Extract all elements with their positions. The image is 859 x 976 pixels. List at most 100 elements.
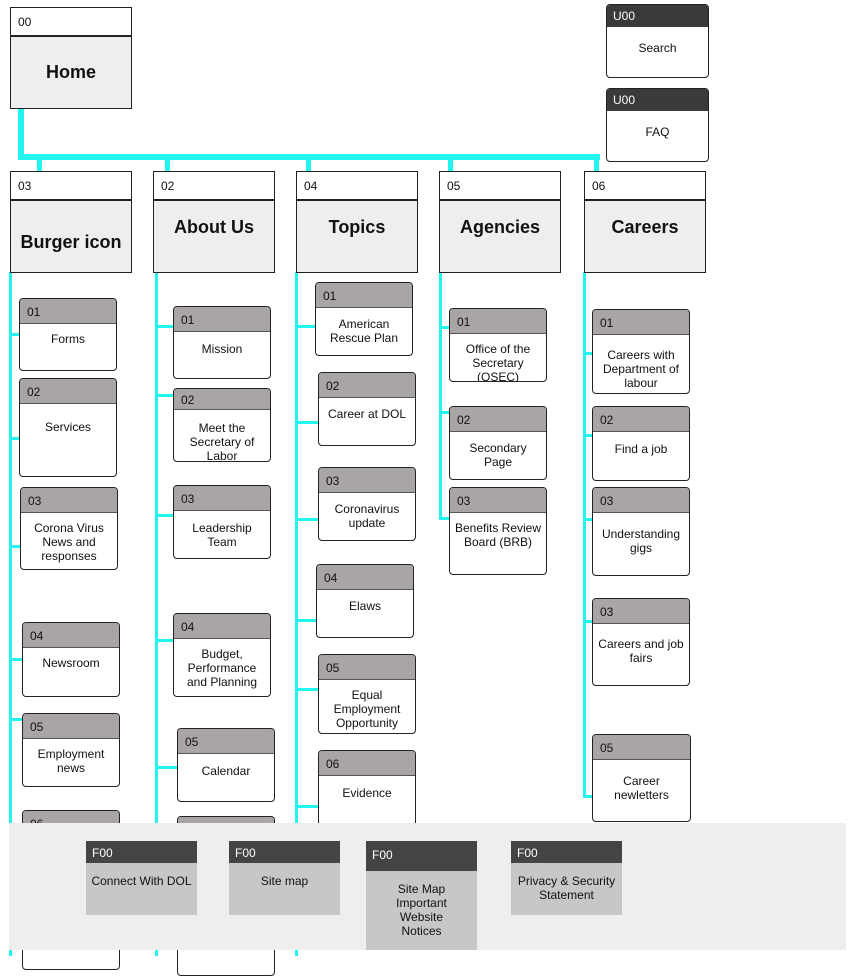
page-card-services[interactable]: 02 Services [19,378,117,477]
page-number: 05 [178,729,274,754]
page-number: 03 [21,488,117,513]
page-card-secondary-page[interactable]: 02 Secondary Page [449,406,547,480]
branch [9,658,23,661]
page-number: 04 [23,623,119,648]
page-number: 03 [319,468,415,493]
utility-search[interactable]: U00 Search [606,4,709,78]
page-label: Meet the Secretary of Labor [189,421,255,462]
node-title: About Us [154,201,274,272]
page-number: 01 [593,310,689,335]
branch [9,437,20,440]
footer-id: F00 [366,841,477,871]
connector-drop-agencies [448,154,453,172]
page-card-newsroom[interactable]: 04 Newsroom [22,622,120,697]
page-label: Career at DOL [327,407,407,421]
page-label: Secondary Page [469,441,527,469]
page-card-elaws[interactable]: 04 Elaws [316,564,414,638]
page-card-careers-with-dol[interactable]: 01 Careers with Department of labour [592,309,690,394]
branch [155,766,178,769]
page-number: 03 [174,486,270,511]
page-label: Equal Employment Opportunity [333,688,401,730]
node-number: 04 [297,172,417,201]
page-card-careers-job-fairs[interactable]: 03 Careers and job fairs [592,598,690,686]
footer-panel: F00 Connect With DOL F00 Site map F00 Si… [9,823,846,950]
node-title: Careers [585,201,705,272]
footer-card-privacy[interactable]: F00 Privacy & Security Statement [511,841,622,915]
page-number: 05 [319,655,415,680]
branch [295,805,319,808]
page-card-career-newletters[interactable]: 05 Career newletters [592,734,691,822]
page-number: 03 [593,488,689,513]
page-number: 02 [450,407,546,432]
page-number: 03 [593,599,689,624]
section-burger-icon[interactable]: 03 Burger icon [10,171,132,273]
branch [295,421,319,424]
page-card-coronavirus-update[interactable]: 03 Coronavirus update [318,467,416,541]
connector-vertical-about [155,272,158,956]
branch [439,411,450,414]
page-label: Careers and job fairs [598,637,684,665]
page-label: Forms [51,332,85,346]
branch [439,517,450,520]
page-label: Benefits Review Board (BRB) [454,521,542,549]
page-card-mission[interactable]: 01 Mission [173,306,271,379]
footer-id: F00 [511,841,622,863]
page-card-find-a-job[interactable]: 02 Find a job [592,406,690,481]
page-card-meet-secretary[interactable]: 02 Meet the Secretary of Labor [173,388,271,462]
page-number: 02 [319,373,415,398]
branch [155,325,174,328]
footer-card-notices[interactable]: F00 Site Map Important Website Notices [366,841,477,950]
node-number: 03 [11,172,131,201]
section-topics[interactable]: 04 Topics [296,171,418,273]
page-card-employment-news[interactable]: 05 Employment news [22,713,120,787]
page-card-brb[interactable]: 03 Benefits Review Board (BRB) [449,487,547,575]
connector-vertical-agencies [439,272,442,520]
page-card-calendar[interactable]: 05 Calendar [177,728,275,802]
page-card-career-at-dol[interactable]: 02 Career at DOL [318,372,416,446]
page-number: 05 [593,735,690,760]
page-label: Understanding gigs [601,527,681,555]
page-label: Leadership Team [192,521,252,549]
page-card-osec[interactable]: 01 Office of the Secretary (OSEC) [449,308,547,382]
page-number: 02 [593,407,689,432]
page-label: Coronavirus update [334,502,400,530]
page-label: Find a job [614,442,668,456]
node-number: 05 [440,172,560,201]
footer-card-connect[interactable]: F00 Connect With DOL [86,841,197,915]
home-node[interactable]: 00 Home [10,7,132,109]
footer-id: F00 [229,841,340,863]
node-number: 00 [11,8,131,37]
section-agencies[interactable]: 05 Agencies [439,171,561,273]
connector-drop-burger [37,154,42,172]
page-card-equal-employment[interactable]: 05 Equal Employment Opportunity [318,654,416,734]
page-card-american-rescue-plan[interactable]: 01 American Rescue Plan [315,282,413,356]
page-label: Elaws [348,599,381,613]
branch [439,326,450,329]
page-card-understanding-gigs[interactable]: 03 Understanding gigs [592,487,690,576]
connector-drop-about [165,154,170,172]
page-card-corona-virus[interactable]: 03 Corona Virus News and responses [20,487,118,570]
page-number: 06 [319,751,415,776]
utility-faq[interactable]: U00 FAQ [606,88,709,162]
footer-card-site-map[interactable]: F00 Site map [229,841,340,915]
branch [9,333,20,336]
section-about-us[interactable]: 02 About Us [153,171,275,273]
page-label: Office of the Secretary (OSEC) [465,342,531,382]
connector-drop-careers [594,154,599,172]
connector-vertical-topics [295,272,298,956]
page-card-forms[interactable]: 01 Forms [19,298,117,371]
page-label: Newsroom [42,656,100,670]
connector-vertical-burger [9,272,12,956]
page-card-evidence[interactable]: 06 Evidence [318,750,416,830]
page-number: 02 [174,389,270,410]
page-number: 01 [316,283,412,308]
footer-id: F00 [86,841,197,863]
page-label: Budget, Performance and Planning [186,647,258,689]
utility-label: FAQ [645,125,670,139]
branch [583,620,593,623]
page-card-leadership-team[interactable]: 03 Leadership Team [173,485,271,559]
section-careers[interactable]: 06 Careers [584,171,706,273]
page-label: Calendar [201,764,251,778]
page-card-budget[interactable]: 04 Budget, Performance and Planning [173,613,271,697]
node-title: Home [11,37,131,108]
